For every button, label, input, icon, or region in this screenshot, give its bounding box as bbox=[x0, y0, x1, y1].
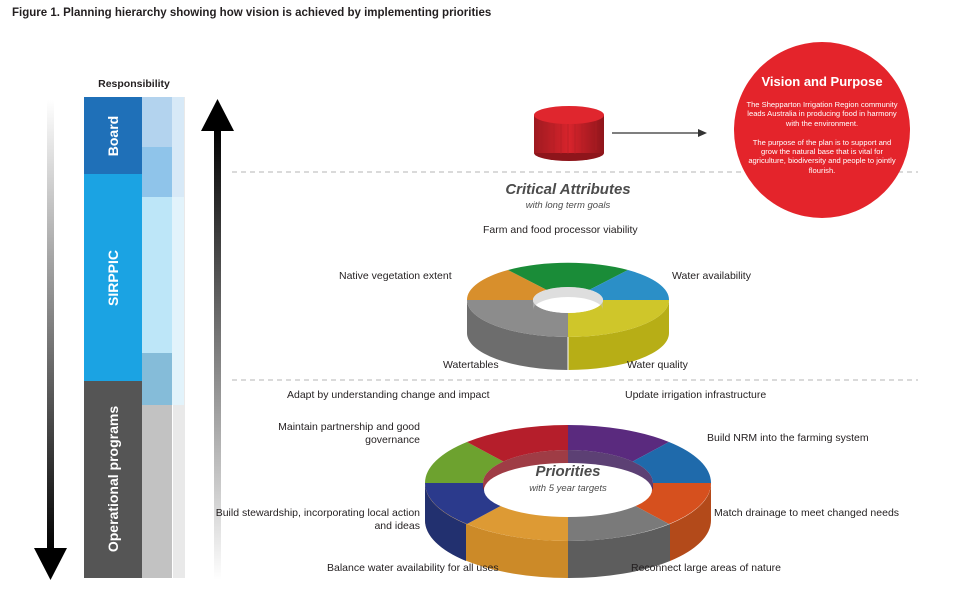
sirppic-shade-strip-2 bbox=[142, 353, 172, 405]
figure-title: Figure 1. Planning hierarchy showing how… bbox=[12, 7, 492, 19]
priority-label-partnership: Maintain partnership and good governance bbox=[278, 421, 420, 446]
responsibility-bar-board: Board bbox=[84, 97, 142, 174]
priority-label-match-drainage: Match drainage to meet changed needs bbox=[714, 507, 900, 519]
cylinder-to-vision-arrow-icon bbox=[612, 129, 707, 137]
priority-label-reconnect-nature: Reconnect large areas of nature bbox=[631, 562, 782, 574]
critical-attributes-subtitle: with long term goals bbox=[525, 200, 611, 211]
attr-label-water-quality: Water quality bbox=[627, 359, 688, 371]
attr-label-native-vegetation: Native vegetation extent bbox=[339, 270, 452, 282]
down-arrow-icon bbox=[34, 100, 67, 580]
priorities-subtitle: with 5 year targets bbox=[529, 483, 607, 494]
thin-right-strip-upper bbox=[172, 97, 184, 197]
responsibility-title: Responsibility bbox=[98, 78, 170, 90]
operational-shade-strip bbox=[142, 405, 172, 578]
board-shade-strip-2 bbox=[142, 147, 172, 197]
priorities-ring bbox=[424, 425, 712, 579]
responsibility-bar-operational: Operational programs bbox=[84, 381, 142, 578]
watertables-sector bbox=[467, 300, 568, 337]
priority-label-balance-water: Balance water availability for all uses bbox=[327, 562, 499, 574]
vision-title: Vision and Purpose bbox=[761, 74, 883, 89]
priorities-title: Priorities bbox=[535, 463, 601, 480]
vision-circle bbox=[734, 42, 910, 218]
update-irrigation-sector bbox=[568, 425, 669, 464]
thin-right-strip-middle bbox=[172, 197, 184, 405]
priority-label-stewardship: Build stewardship, incorporating local a… bbox=[215, 507, 420, 532]
water-quality-sector bbox=[568, 300, 669, 337]
balance-water-sector bbox=[467, 502, 568, 541]
reconnect-nature-sector bbox=[568, 502, 669, 541]
vision-cylinder-icon bbox=[534, 106, 604, 161]
sirppic-shade-strip bbox=[142, 197, 172, 353]
water-availability-sector bbox=[589, 270, 670, 300]
attr-label-water-availability: Water availability bbox=[672, 270, 751, 282]
board-shade-strip bbox=[142, 97, 172, 147]
critical-attributes-title: Critical Attributes bbox=[505, 181, 631, 198]
up-arrow-icon bbox=[201, 99, 234, 580]
native-vegetation-sector bbox=[466, 270, 547, 300]
vision-text: The Shepparton Irrigation Region communi… bbox=[746, 100, 898, 175]
responsibility-bar-sirppic: SIRPPIC bbox=[84, 174, 142, 381]
critical-attributes-ring bbox=[466, 262, 670, 370]
farm-food-sector bbox=[508, 262, 628, 290]
attr-label-farm-food: Farm and food processor viability bbox=[483, 224, 638, 236]
priority-label-build-nrm: Build NRM into the farming system bbox=[707, 432, 869, 444]
adapt-sector bbox=[467, 425, 568, 464]
attr-label-watertables: Watertables bbox=[443, 359, 499, 371]
priority-label-adapt: Adapt by understanding change and impact bbox=[287, 389, 490, 401]
priority-label-update-irrigation: Update irrigation infrastructure bbox=[625, 389, 767, 401]
